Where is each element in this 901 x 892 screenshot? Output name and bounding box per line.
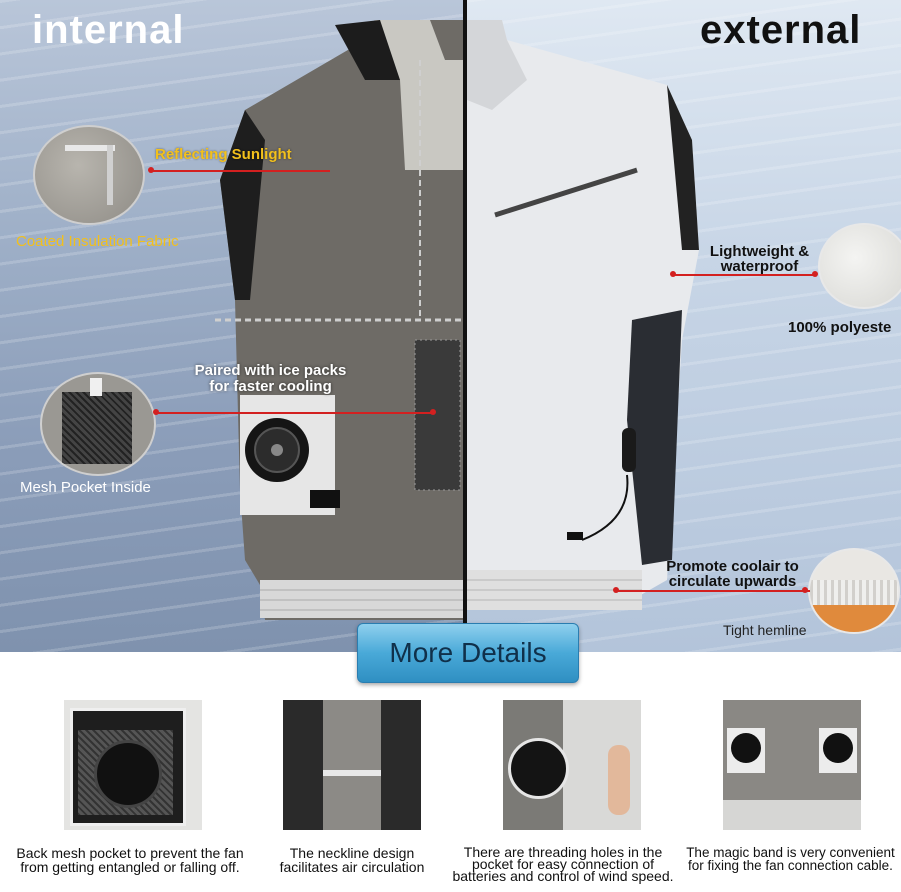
detail-caption-mesh-pocket: Back mesh pocket to prevent the fan from… (16, 845, 244, 875)
leader-dot (153, 409, 159, 415)
leader-dot (670, 271, 676, 277)
mesh-pocket-closeup (40, 372, 156, 476)
label-polyester: 100% polyeste (788, 319, 892, 336)
label-coated-insulation: Coated Insulation Fabric (16, 233, 179, 250)
label-promote-coolair: Promote coolair to circulate upwards (666, 558, 799, 590)
leader-dot (812, 271, 818, 277)
detail-caption-neckline: The neckline design facilitates air circ… (279, 845, 425, 875)
label-paired-ice-packs: Paired with ice packs for faster cooling (194, 362, 347, 395)
vest-exterior-image (467, 20, 699, 610)
detail-caption-threading-holes: There are threading holes in the pocket … (452, 844, 674, 884)
hero-banner: internal external Reflecting Sunlight Co… (0, 0, 901, 652)
title-external: external (700, 8, 862, 52)
leader-coolair (615, 590, 810, 592)
leader-reflecting (150, 170, 330, 172)
detail-image-mesh-pocket (64, 700, 202, 830)
label-lightweight-waterproof: Lightweight & waterproof (709, 243, 810, 275)
label-tight-hemline: Tight hemline (723, 622, 807, 638)
coated-fabric-closeup (33, 125, 145, 225)
detail-image-threading-holes (503, 700, 641, 830)
polyester-closeup (818, 223, 901, 309)
vest-interior-image (215, 20, 465, 620)
leader-dot (148, 167, 154, 173)
hemline-closeup (808, 548, 900, 634)
detail-image-magic-band (723, 700, 861, 830)
title-internal: internal (32, 8, 185, 52)
center-divider (463, 0, 467, 652)
more-details-button[interactable]: More Details (357, 623, 579, 683)
leader-lightweight (672, 274, 817, 276)
leader-dot (802, 587, 808, 593)
label-reflecting-sunlight: Reflecting Sunlight (155, 146, 292, 163)
detail-image-neckline (283, 700, 421, 830)
detail-caption-magic-band: The magic band is very convenient for fi… (686, 845, 895, 873)
label-mesh-pocket: Mesh Pocket Inside (20, 479, 151, 496)
leader-dot (613, 587, 619, 593)
leader-dot (430, 409, 436, 415)
leader-mesh (155, 412, 435, 414)
